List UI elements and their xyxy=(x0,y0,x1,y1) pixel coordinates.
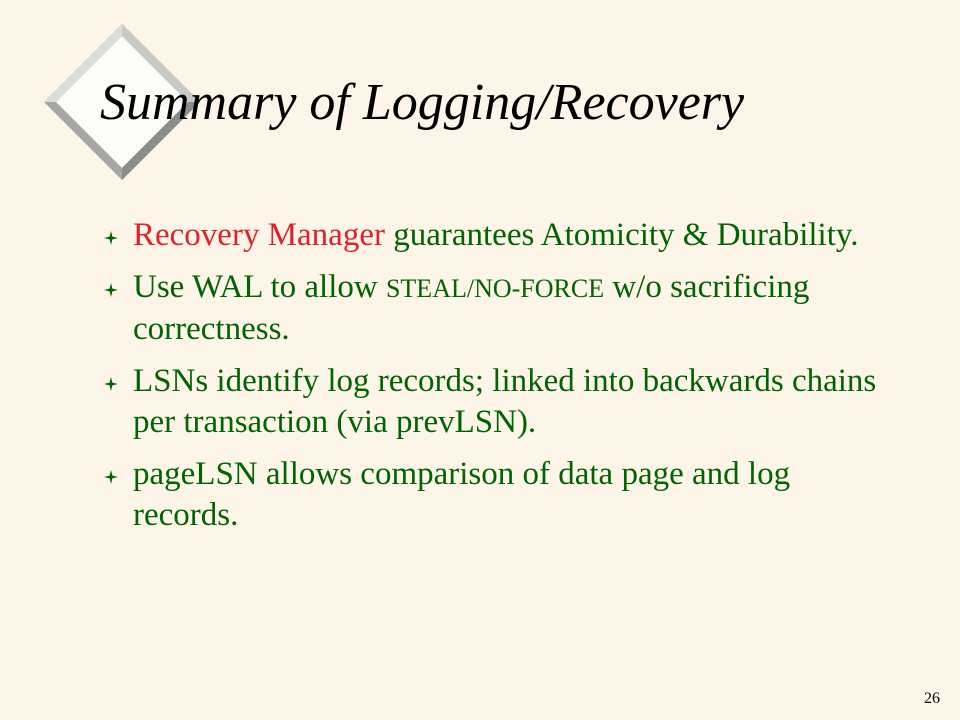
bullet-text-post: w/o sacrificing correctness. xyxy=(133,269,810,347)
bullet-item-wal: Use WAL to allow STEAL/NO-FORCE w/o sacr… xyxy=(104,267,894,350)
bullet-text-pre: Use WAL to allow xyxy=(133,269,386,305)
recovery-manager-highlight: Recovery Manager xyxy=(133,217,385,253)
bullet-item-lsns: LSNs identify log records; linked into b… xyxy=(104,361,894,443)
bullet-text: pageLSN allows comparison of data page a… xyxy=(133,456,791,533)
diamond-bullet-icon xyxy=(104,377,118,391)
bullet-text: LSNs identify log records; linked into b… xyxy=(133,363,877,440)
bullet-item-pagelsn: pageLSN allows comparison of data page a… xyxy=(104,454,894,536)
diamond-bullet-icon xyxy=(104,283,118,297)
slide-number: 26 xyxy=(924,690,940,707)
decorative-diamond-icon xyxy=(44,24,200,180)
steal-no-force-smallcaps: STEAL/NO-FORCE xyxy=(385,274,605,303)
diamond-bullet-icon xyxy=(104,231,118,245)
diamond-bullet-icon xyxy=(104,470,118,484)
bullet-list: Recovery Manager guarantees Atomicity & … xyxy=(104,215,894,547)
bullet-text: guarantees Atomicity & Durability. xyxy=(384,217,859,253)
bullet-item-recovery-manager: Recovery Manager guarantees Atomicity & … xyxy=(104,215,894,256)
slide-title: Summary of Logging/Recovery xyxy=(100,74,745,131)
